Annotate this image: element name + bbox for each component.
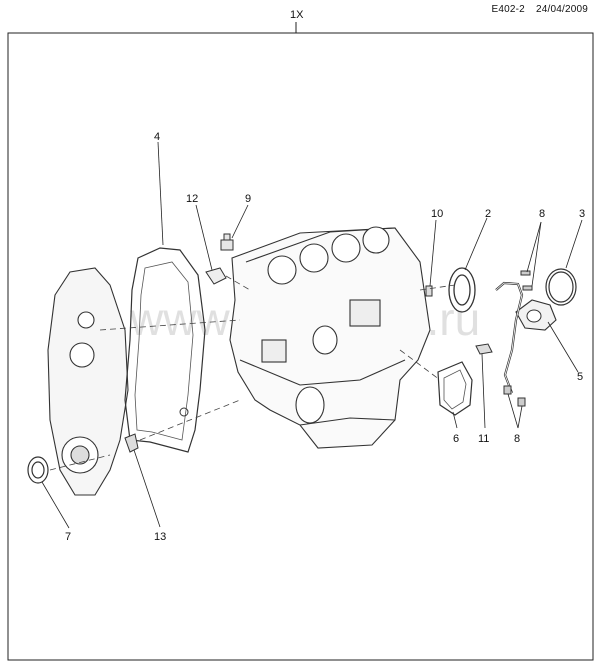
callout-8-bottom: 8 (514, 433, 520, 445)
engine-block (229, 226, 431, 449)
plug-9 (220, 233, 234, 251)
callout-10: 11 (478, 433, 489, 445)
doc-code: E402-2 (491, 4, 525, 15)
bolts-8-lower (503, 385, 526, 407)
callout-11: 10 (431, 208, 443, 220)
part-10 (475, 343, 493, 355)
assembly-label: 1X (290, 9, 304, 21)
leader-lines (41, 141, 583, 529)
plug-11 (425, 285, 433, 297)
rear-seal (448, 267, 476, 313)
callout-3: 3 (579, 208, 585, 220)
callout-2: 2 (485, 208, 491, 220)
callout-4: 4 (154, 131, 160, 143)
callout-9: 9 (245, 193, 251, 205)
bolts-8-upper (520, 270, 533, 291)
callout-12: 13 (154, 531, 166, 543)
callout-6: 6 (453, 433, 459, 445)
callout-5: 5 (577, 371, 583, 383)
callout-13: 12 (186, 193, 198, 205)
oring-3 (545, 268, 577, 306)
crank-seal (27, 456, 49, 484)
timing-gasket (124, 247, 206, 453)
oil-pipe (495, 281, 524, 394)
callout-7: 7 (65, 531, 71, 543)
doc-date: 24/04/2009 (535, 4, 588, 15)
timing-cover (47, 267, 129, 496)
bracket-12 (124, 433, 139, 453)
plate-13 (205, 267, 227, 285)
diagram-frame (7, 32, 594, 661)
doc-header: E402-2 24/04/2009 (484, 4, 589, 15)
callout-8-top: 8 (539, 208, 545, 220)
assembly-lines (49, 275, 456, 471)
gasket-6 (437, 361, 473, 416)
